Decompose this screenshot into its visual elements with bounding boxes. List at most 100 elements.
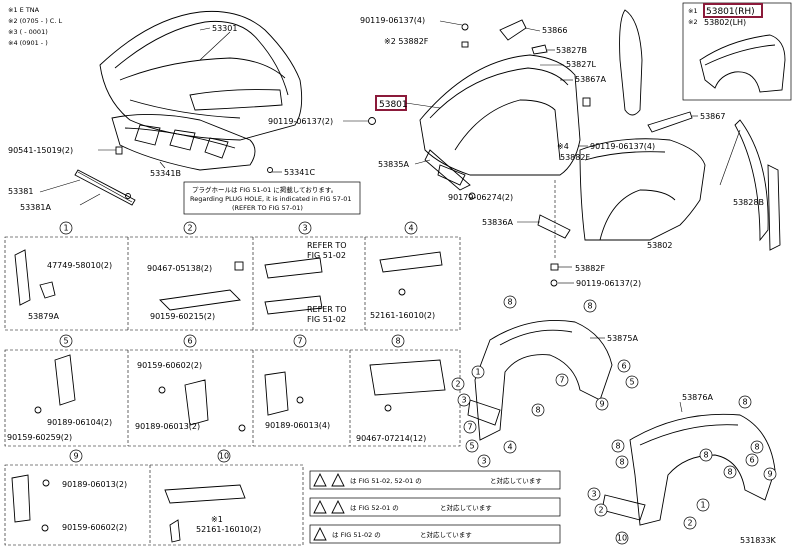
svg-text:8: 8 <box>535 406 540 415</box>
legend-line-1: ※1 E TNA <box>8 6 40 14</box>
label-90119-c: 90119-06137(4) <box>590 142 655 151</box>
fender-liner-front: 53875A 8 8 1 2 3 7 5 3 4 8 6 5 7 9 <box>451 295 638 468</box>
inset-star2: ※2 <box>688 18 698 26</box>
s4-part-a: 52161-16010(2) <box>370 311 435 320</box>
section-grid-row1: 1 2 3 4 47749-58010(2) 53879A 90467-0513… <box>4 221 461 331</box>
label-53882f-top: ※2 53882F <box>384 37 429 46</box>
s3-refer-b: REFER TO <box>307 305 347 314</box>
section-grid-row3: 9 10 90189-06013(2) 90159-60602(2) ※1 52… <box>4 449 304 546</box>
svg-text:8: 8 <box>727 468 732 477</box>
svg-text:6: 6 <box>749 456 754 465</box>
label-53867: 53867 <box>700 112 725 121</box>
svg-text:8: 8 <box>507 298 512 307</box>
note-sym-3b: と対応しています <box>420 530 472 539</box>
note-sym-1: は FIG 51-02, 52-01 の <box>350 477 422 485</box>
s9-part-a: 90189-06013(2) <box>62 480 127 489</box>
svg-text:3: 3 <box>461 396 466 405</box>
s10-part-a: ※1 <box>211 515 223 524</box>
svg-text:10: 10 <box>617 534 627 543</box>
label-53836a: 53836A <box>482 218 513 227</box>
section-num-2: 2 <box>187 224 192 233</box>
s5-part-b: 90159-60259(2) <box>7 433 72 442</box>
s8-part-a: 90467-07214(12) <box>356 434 426 443</box>
svg-text:9: 9 <box>767 470 772 479</box>
section-num-6: 6 <box>187 337 192 346</box>
s3-fig-b: FIG 51-02 <box>307 315 346 324</box>
svg-text:1: 1 <box>475 368 480 377</box>
fender-liner-rear: 53876A 8 8 8 8 8 8 6 9 3 2 1 2 10 531833… <box>587 393 777 545</box>
note-sym-3: は FIG 51-02 の <box>332 531 381 539</box>
label-53341c: 53341C <box>284 168 315 177</box>
label-53341b: 53341B <box>150 169 181 178</box>
s10-part-b: 52161-16010(2) <box>196 525 261 534</box>
s3-refer-a: REFER TO <box>307 241 347 250</box>
svg-text:8: 8 <box>619 458 624 467</box>
svg-text:8: 8 <box>742 398 747 407</box>
label-53802: 53802 <box>647 241 672 250</box>
label-53801-main: 53801 <box>379 100 408 110</box>
hood-assembly: 53301 53341C 53341B 90541-15019(2) 53381… <box>8 10 315 212</box>
svg-text:8: 8 <box>754 443 759 452</box>
front-fender-assembly: 90119-06137(4) ※2 53882F 53866 53827B 53… <box>268 9 781 288</box>
note-line-1: プラグホールは FIG 51-01 に掲載しております。 <box>192 185 337 194</box>
diagram-code: 531833K <box>740 536 777 545</box>
label-53835a: 53835A <box>378 160 409 169</box>
svg-text:9: 9 <box>599 400 604 409</box>
note-line-2: Regarding PLUG HOLE, it is indicated in … <box>190 195 352 203</box>
section-num-3: 3 <box>302 224 307 233</box>
label-53866: 53866 <box>542 26 567 35</box>
legend-line-3: ※3 ( - 0001) <box>8 28 48 36</box>
svg-text:5: 5 <box>629 378 634 387</box>
label-53875a: 53875A <box>607 334 638 343</box>
note-sym-2b: と対応しています <box>440 503 492 512</box>
svg-text:4: 4 <box>507 443 512 452</box>
label-53827l: 53827L <box>566 60 596 69</box>
section-num-9: 9 <box>73 452 78 461</box>
svg-text:7: 7 <box>467 423 472 432</box>
label-53802-lh: 53802(LH) <box>704 18 746 27</box>
s5-part-a: 90189-06104(2) <box>47 418 112 427</box>
legend-line-4: ※4 (0901 - ) <box>8 39 48 47</box>
label-53381: 53381 <box>8 187 33 196</box>
section-num-5: 5 <box>63 337 68 346</box>
section-grid-row2: 5 6 7 8 90189-06104(2) 90159-60259(2) 90… <box>4 334 461 447</box>
label-53882f-mid: 53882F <box>560 153 590 162</box>
label-90179: 90179-06274(2) <box>448 193 513 202</box>
section-num-8: 8 <box>395 337 400 346</box>
note-sym-1b: と対応しています <box>490 476 542 485</box>
label-53301: 53301 <box>212 24 237 33</box>
section-num-10: 10 <box>219 452 229 461</box>
svg-text:8: 8 <box>587 302 592 311</box>
svg-text:7: 7 <box>559 376 564 385</box>
note-line-3: (REFER TO FIG 57-01) <box>232 204 303 212</box>
s6-part-b: 90189-06013(2) <box>135 422 200 431</box>
svg-text:1: 1 <box>700 501 705 510</box>
s2-part-b: 90159-60215(2) <box>150 312 215 321</box>
symbol-notes: は FIG 51-02, 52-01 の と対応しています は FIG 52-0… <box>309 470 561 544</box>
label-90119-b: 90119-06137(2) <box>268 117 333 126</box>
s1-part-b: 53879A <box>28 312 59 321</box>
inset-rh-lh: ※1 ※2 53801(RH) 53802(LH) <box>682 2 792 101</box>
inset-star1: ※1 <box>688 7 698 15</box>
label-53828b: 53828B <box>733 198 764 207</box>
svg-text:2: 2 <box>455 380 460 389</box>
s2-part-a: 90467-05138(2) <box>147 264 212 273</box>
s6-part-a: 90159-60602(2) <box>137 361 202 370</box>
label-90119-a: 90119-06137(4) <box>360 16 425 25</box>
plug-hole-note: プラグホールは FIG 51-01 に掲載しております。 Regarding P… <box>183 181 361 215</box>
label-90119-d: 90119-06137(2) <box>576 279 641 288</box>
svg-text:2: 2 <box>687 519 692 528</box>
s3-fig-a: FIG 51-02 <box>307 251 346 260</box>
label-53801-rh: 53801(RH) <box>706 7 755 17</box>
svg-text:6: 6 <box>621 362 626 371</box>
s7-part-a: 90189-06013(4) <box>265 421 330 430</box>
label-90541: 90541-15019(2) <box>8 146 73 155</box>
svg-text:5: 5 <box>469 442 474 451</box>
label-53876a: 53876A <box>682 393 713 402</box>
legend-top-left: ※1 E TNA ※2 (0705 - ) C. L ※3 ( - 0001) … <box>8 6 62 47</box>
label-star4: ※4 <box>557 142 569 151</box>
svg-text:3: 3 <box>591 490 596 499</box>
note-sym-2: は FIG 52-01 の <box>350 504 399 512</box>
section-num-4: 4 <box>408 224 413 233</box>
